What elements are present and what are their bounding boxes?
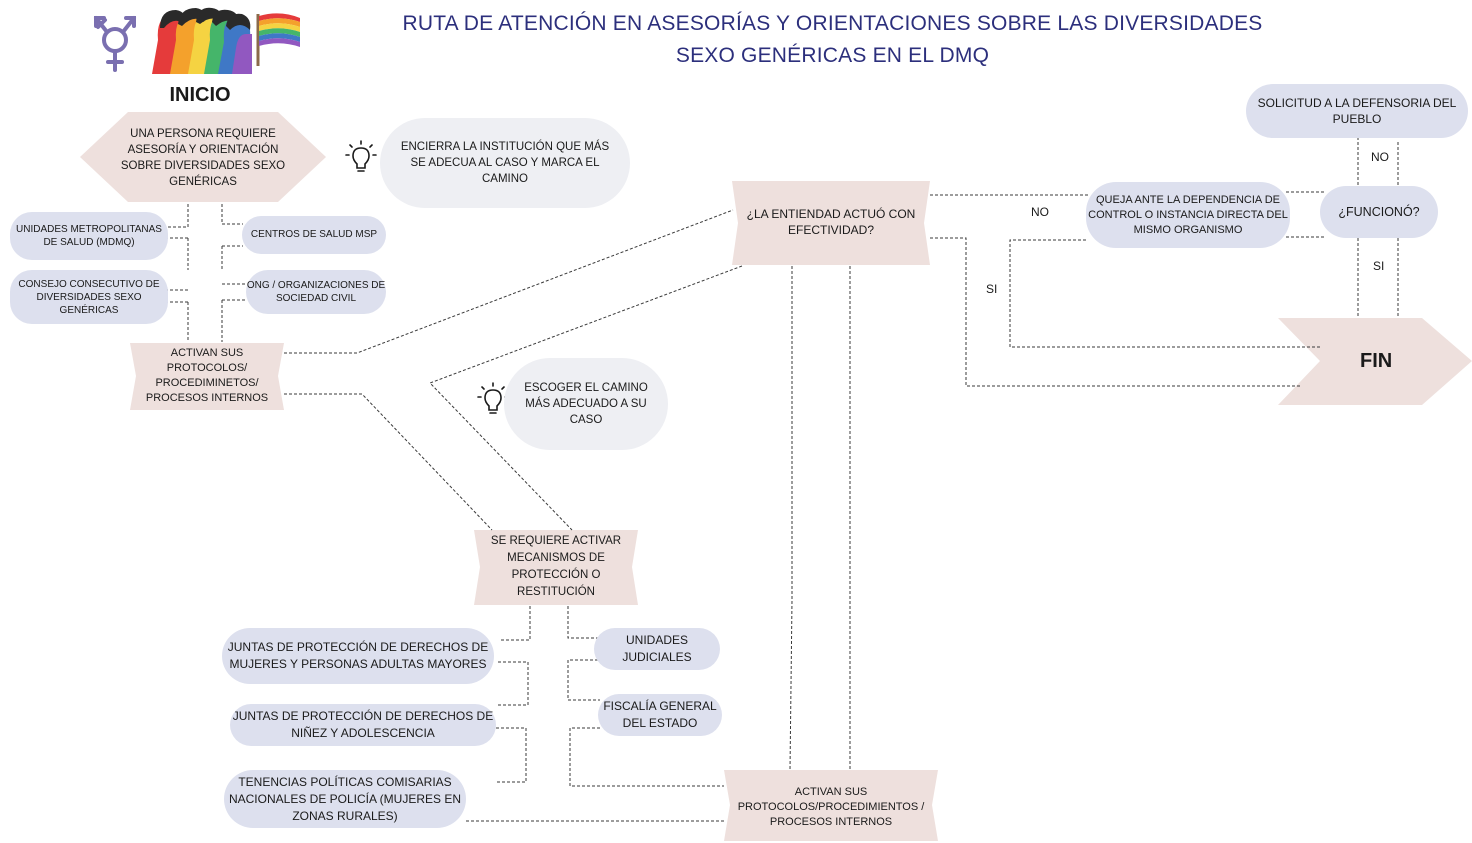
title-line-1: RUTA DE ATENCIÓN EN ASESORÍAS Y ORIENTAC… xyxy=(402,12,1263,35)
activate-protocols-2: ACTIVAN SUS PROTOCOLOS/PROCEDIMIENTOS / … xyxy=(737,785,925,828)
institution-juntas-mujeres[interactable]: JUNTAS DE PROTECCIÓN DE DERECHOS DE MUJE… xyxy=(222,628,494,684)
pride-flag-icon xyxy=(256,13,300,66)
end-label: FIN xyxy=(1360,350,1393,372)
institution-umds[interactable]: UNIDADES METROPOLITANAS DE SALUD (MDMQ) xyxy=(10,212,168,260)
tip-1-text: ENCIERRA LA INSTITUCIÓN QUE MÁS SE ADECU… xyxy=(400,141,610,185)
protection-mechanisms: SE REQUIERE ACTIVAR MECANISMOS DE PROTEC… xyxy=(490,535,622,598)
institution-judiciales[interactable]: UNIDADES JUDICIALES xyxy=(594,628,720,670)
activate-protocols-1: ACTIVAN SUS PROTOCOLOS/ PROCEDIMINETOS/ … xyxy=(145,347,269,404)
page-title: RUTA DE ATENCIÓN EN ASESORÍAS Y ORIENTAC… xyxy=(340,8,1325,72)
protection-shape xyxy=(474,530,638,605)
institution-ong[interactable]: ONG / ORGANIZACIONES DE SOCIEDAD CIVIL xyxy=(246,270,386,314)
institution-tenencias[interactable]: TENENCIAS POLÍTICAS COMISARIAS NACIONALE… xyxy=(224,770,466,828)
decision-effectiveness: ¿LA ENTIENDAD ACTUÓ CON EFECTIVIDAD? xyxy=(746,207,916,237)
label-si-decision1: SI xyxy=(986,282,998,296)
fin-arrow-shape xyxy=(1278,318,1472,405)
defensoria-request[interactable]: SOLICITUD A LA DEFENSORIA DEL PUEBLO xyxy=(1246,84,1468,138)
activate1-shape xyxy=(130,343,284,410)
activate2-shape xyxy=(724,770,938,841)
institution-fiscalia[interactable]: FISCALÍA GENERAL DEL ESTADO xyxy=(598,694,722,736)
institution-juntas-ninez[interactable]: JUNTAS DE PROTECCIÓN DE DERECHOS DE NIÑE… xyxy=(230,704,496,746)
transgender-symbol-icon xyxy=(94,16,136,72)
institution-msp[interactable]: CENTROS DE SALUD MSP xyxy=(242,216,386,254)
tip-cloud-1: ENCIERRA LA INSTITUCIÓN QUE MÁS SE ADECU… xyxy=(380,118,630,208)
label-no-decision2: NO xyxy=(1371,150,1389,164)
institution-consejo[interactable]: CONSEJO CONSECUTIVO DE DIVERSIDADES SEXO… xyxy=(10,270,168,324)
decision-worked: ¿FUNCIONÓ? xyxy=(1320,186,1438,238)
tip-2-text: ESCOGER EL CAMINO MÁS ADECUADO A SU CASO xyxy=(524,382,648,426)
diverse-people-icon xyxy=(152,7,252,74)
lightbulb-icon xyxy=(345,140,377,172)
start-question: UNA PERSONA REQUIERE ASESORÍA Y ORIENTAC… xyxy=(120,128,286,188)
tip-cloud-2: ESCOGER EL CAMINO MÁS ADECUADO A SU CASO xyxy=(504,358,668,450)
shape-backgrounds xyxy=(80,112,1472,841)
start-hexagon-shape xyxy=(80,112,326,202)
dashed-connectors xyxy=(166,137,1399,822)
complaint-control[interactable]: QUEJA ANTE LA DEPENDENCIA DE CONTROL O I… xyxy=(1086,182,1290,248)
decision1-shape xyxy=(732,181,930,265)
label-si-decision2: SI xyxy=(1373,259,1385,273)
start-label: INICIO xyxy=(169,84,231,106)
label-no-decision1: NO xyxy=(1031,205,1049,219)
title-line-2: SEXO GENÉRICAS EN EL DMQ xyxy=(675,44,990,67)
